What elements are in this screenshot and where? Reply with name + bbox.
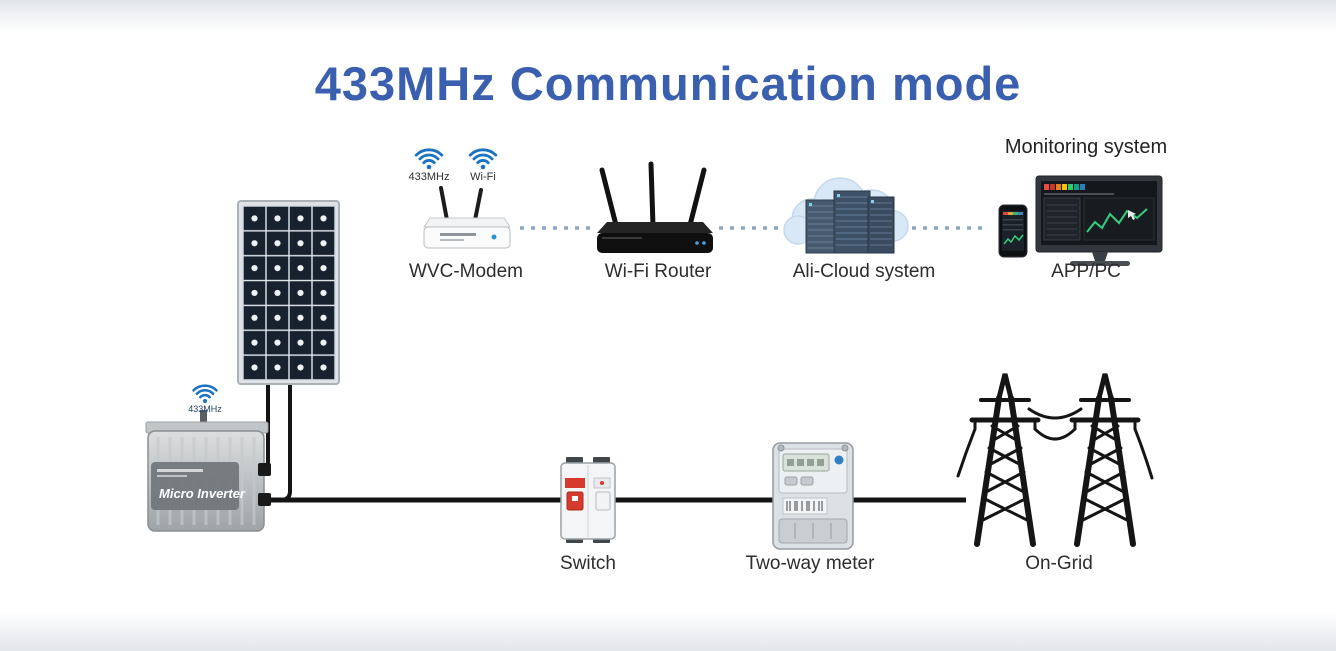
inverter-device-label: Micro Inverter [159, 486, 246, 501]
micro-inverter-icon: Micro Inverter [145, 410, 271, 532]
circuit-breaker-icon [560, 457, 616, 543]
inverter-433mhz-label: 433MHz [188, 404, 222, 414]
cloud-label: Ali-Cloud system [792, 261, 936, 282]
wvc-modem-icon [423, 186, 511, 249]
energy-meter-icon [772, 442, 854, 550]
on-grid-label: On-Grid [1025, 553, 1093, 574]
cloud-server-icon [783, 177, 909, 254]
modem-label: WVC-Modem [408, 261, 524, 282]
switch-label: Switch [560, 553, 616, 574]
power-grid-icon [956, 373, 1154, 547]
meter-label: Two-way meter [745, 553, 875, 574]
router-label: Wi-Fi Router [604, 261, 712, 282]
modem-433mhz-signal-icon [414, 148, 444, 171]
monitor-icon [1035, 175, 1163, 266]
phone-icon [998, 204, 1028, 258]
modem-wifi-signal-icon [468, 148, 498, 171]
monitoring-system-caption: Monitoring system [1004, 136, 1168, 158]
solar-panel-icon [237, 200, 340, 385]
wifi-router-icon [597, 161, 713, 253]
modem-wifi-label: Wi-Fi [470, 171, 496, 183]
modem-433mhz-label: 433MHz [408, 171, 450, 183]
page-title: 433MHz Communication mode [314, 57, 1022, 110]
app-pc-label: APP/PC [1051, 261, 1121, 282]
inverter-433mhz-signal-icon [192, 384, 218, 405]
